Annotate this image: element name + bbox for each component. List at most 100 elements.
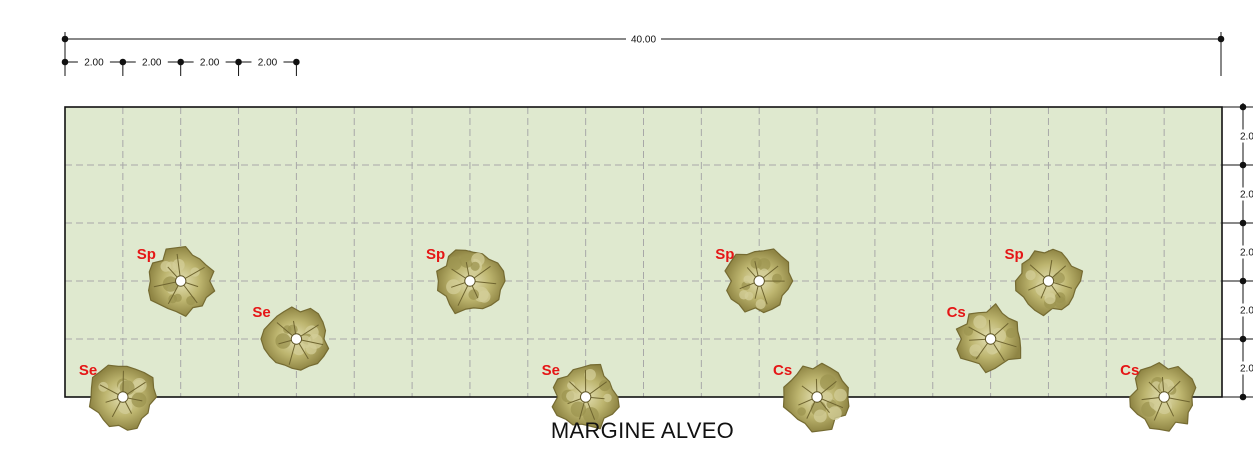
shrub-leaf-cluster xyxy=(750,257,762,269)
shrub-leaf-cluster xyxy=(1044,293,1056,305)
plant-center-marker xyxy=(175,275,187,287)
row-dimension-label-bg xyxy=(1236,129,1253,143)
dimension-tick-dot xyxy=(1239,335,1247,343)
segment-dimension-value: 2.00 xyxy=(258,58,278,69)
shrub-leaf-cluster xyxy=(603,393,612,403)
shrub-leaf-cluster xyxy=(827,406,842,420)
shrub-leaf-cluster xyxy=(173,293,182,302)
dimension-tick-dot xyxy=(61,58,69,66)
shrub-leaf-cluster xyxy=(973,315,987,329)
shrub-leaf-cluster xyxy=(834,388,847,402)
shrub-leaf-cluster xyxy=(459,254,474,268)
shrub-leaf-cluster xyxy=(1054,292,1066,304)
shrub-leaf-cluster xyxy=(963,326,974,336)
plant-species-code: Se xyxy=(79,362,97,379)
row-dimension-label-bg xyxy=(1236,187,1253,201)
row-dimension-value: 2.00 xyxy=(1240,248,1253,259)
dimension-tick-dot xyxy=(1239,161,1247,169)
dimension-tick-dot xyxy=(1239,103,1247,111)
shrub-symbol xyxy=(1014,248,1084,317)
plant-species-code: Se xyxy=(542,362,560,379)
segment-dimension-value: 2.00 xyxy=(200,58,220,69)
segment-dimension-value: 2.00 xyxy=(142,58,162,69)
shrub-leaf-cluster xyxy=(186,295,196,306)
plant-species-code: Cs xyxy=(773,362,792,379)
shrub-leaf-cluster xyxy=(470,261,480,271)
planting-bed-outline xyxy=(64,106,1223,398)
shrub-leaf-cluster xyxy=(275,333,291,349)
shrub-symbol xyxy=(260,306,330,371)
plant-species-code: Sp xyxy=(426,246,445,263)
shrub-leaf-cluster xyxy=(1025,270,1036,281)
planting-grid xyxy=(65,107,1222,397)
shrub-leaf-cluster xyxy=(755,299,766,310)
shrub-leaf-cluster xyxy=(566,390,577,402)
shrub-symbol xyxy=(1129,362,1197,432)
shrub-leaf-cluster xyxy=(819,374,836,391)
overall-dimension: 40.00 xyxy=(61,32,1225,76)
shrub-leaf-cluster xyxy=(797,407,806,416)
shrub-leaf-cluster xyxy=(744,291,754,301)
plant-species-code: Cs xyxy=(1120,362,1139,379)
row-dimension-label-bg xyxy=(1236,361,1253,375)
dimension-tick-dot xyxy=(119,58,127,66)
shrub-symbol xyxy=(436,249,506,315)
shrub-leaf-cluster xyxy=(190,267,200,277)
shrub-leaf-cluster xyxy=(1053,272,1065,284)
shrub-leaf-cluster xyxy=(986,343,998,355)
row-dimension-label-bg xyxy=(1236,245,1253,259)
plants-layer: SpSeSpSpSpSpSeCsCsSeSeCsCsCsSeSeSpCsCs xyxy=(79,246,1197,433)
shrub-leaf-cluster xyxy=(567,381,576,390)
plant-species-code: Sp xyxy=(137,246,156,263)
shrub-leaf-cluster xyxy=(813,409,827,423)
row-dimension-value: 2.00 xyxy=(1240,132,1253,143)
shrub-leaf-cluster xyxy=(118,400,133,415)
shrub-leaf-cluster xyxy=(599,380,611,392)
plant-center-marker xyxy=(117,391,129,403)
shrub-symbol xyxy=(955,303,1022,374)
shrub-symbol xyxy=(782,362,850,433)
shrub-symbol xyxy=(88,364,158,431)
shrub-leaf-cluster xyxy=(570,401,587,417)
shrub-leaf-cluster xyxy=(1153,403,1163,412)
plant-center-marker xyxy=(290,333,303,345)
plant-center-marker xyxy=(753,275,765,287)
shrub-leaf-cluster xyxy=(307,334,323,349)
shrub-leaf-cluster xyxy=(822,392,833,403)
shrub-leaf-cluster xyxy=(584,369,596,381)
row-dimension-value: 2.00 xyxy=(1240,364,1253,375)
plant-center-marker xyxy=(811,391,823,403)
row-dimension-value: 2.00 xyxy=(1240,190,1253,201)
overall-dimension-value: 40.00 xyxy=(631,35,656,46)
plant-species-code: Cs xyxy=(947,304,966,321)
row-dimension-label-bg xyxy=(1236,303,1253,317)
dimension-tick-dot xyxy=(1239,393,1247,401)
shrub-leaf-cluster xyxy=(743,275,752,284)
shrub-symbol xyxy=(148,246,216,317)
dimension-tick-dot xyxy=(1239,277,1247,285)
plant-center-marker xyxy=(579,391,592,403)
dimension-tick-dot xyxy=(293,58,300,66)
dimension-tick-dot xyxy=(235,58,242,66)
plant-species-code: Sp xyxy=(1004,246,1023,263)
shrub-leaf-cluster xyxy=(583,407,599,423)
row-dimension-value: 2.00 xyxy=(1240,306,1253,317)
dimension-tick-dot xyxy=(177,58,184,66)
shrub-leaf-cluster xyxy=(1005,327,1017,339)
shrub-leaf-cluster xyxy=(165,261,177,273)
shrub-leaf-cluster xyxy=(772,273,782,284)
shrub-symbol xyxy=(551,363,620,430)
row-spacing-dimensions: 2.00 2.00 2.00 2.00 2.00 xyxy=(1222,103,1253,401)
shrub-leaf-cluster xyxy=(969,344,982,357)
plant-center-marker xyxy=(1042,275,1055,287)
bank-edge-label: MARGINE ALVEO xyxy=(550,418,735,443)
plant-center-marker xyxy=(464,275,476,287)
plant-center-marker xyxy=(1158,391,1170,403)
shrub-leaf-cluster xyxy=(1159,379,1175,394)
dimension-tick-dot xyxy=(1239,219,1247,227)
plant-center-marker xyxy=(984,333,997,345)
shrub-leaf-cluster xyxy=(478,290,491,303)
shrub-leaf-cluster xyxy=(162,276,179,292)
